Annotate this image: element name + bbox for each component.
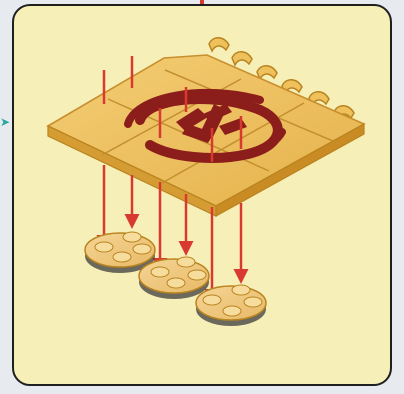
hinge-clip-icon bbox=[208, 37, 230, 53]
tile-right-edge bbox=[215, 122, 365, 218]
assembly-arrows bbox=[96, 56, 249, 304]
round-plate-1 bbox=[84, 231, 156, 273]
hinge-clips bbox=[208, 37, 355, 121]
tile-assembly bbox=[46, 54, 366, 218]
round-plate-3 bbox=[195, 284, 267, 326]
left-connector-arrow-icon: ➤ bbox=[0, 115, 11, 129]
emblem-icon bbox=[124, 88, 286, 163]
hinge-clip-icon bbox=[231, 51, 253, 67]
hinge-clip-icon bbox=[256, 65, 278, 81]
round-plate-2 bbox=[138, 256, 210, 299]
tile-seam-2 bbox=[161, 102, 305, 184]
